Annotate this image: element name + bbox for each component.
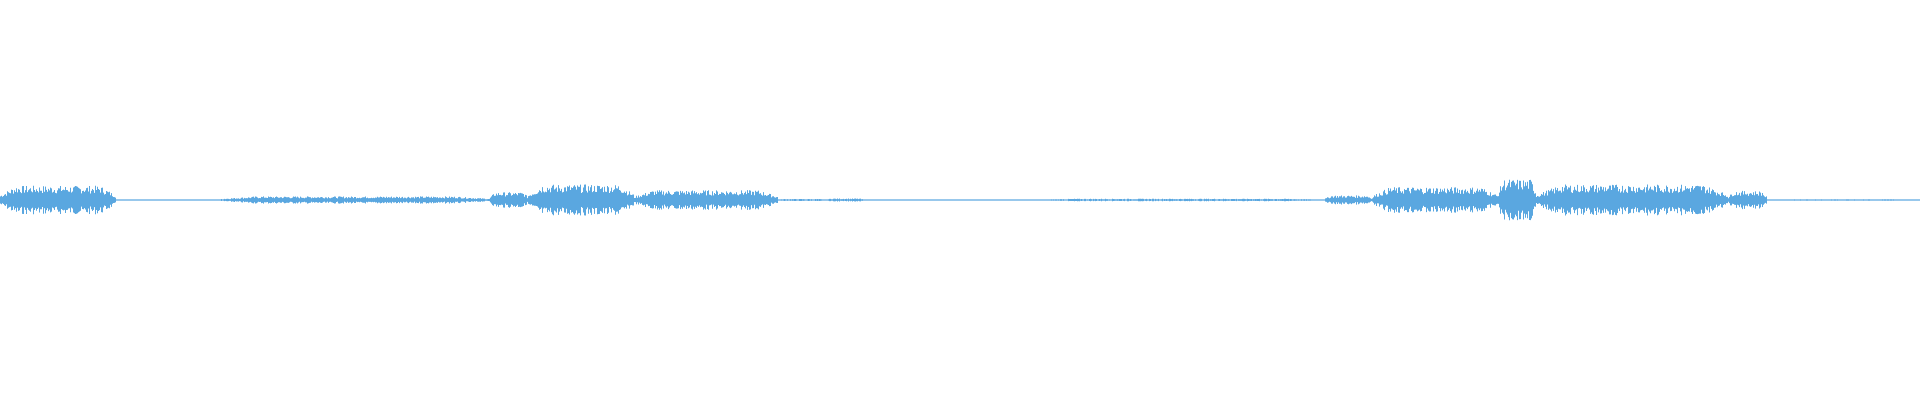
waveform-samples — [0, 179, 1920, 221]
